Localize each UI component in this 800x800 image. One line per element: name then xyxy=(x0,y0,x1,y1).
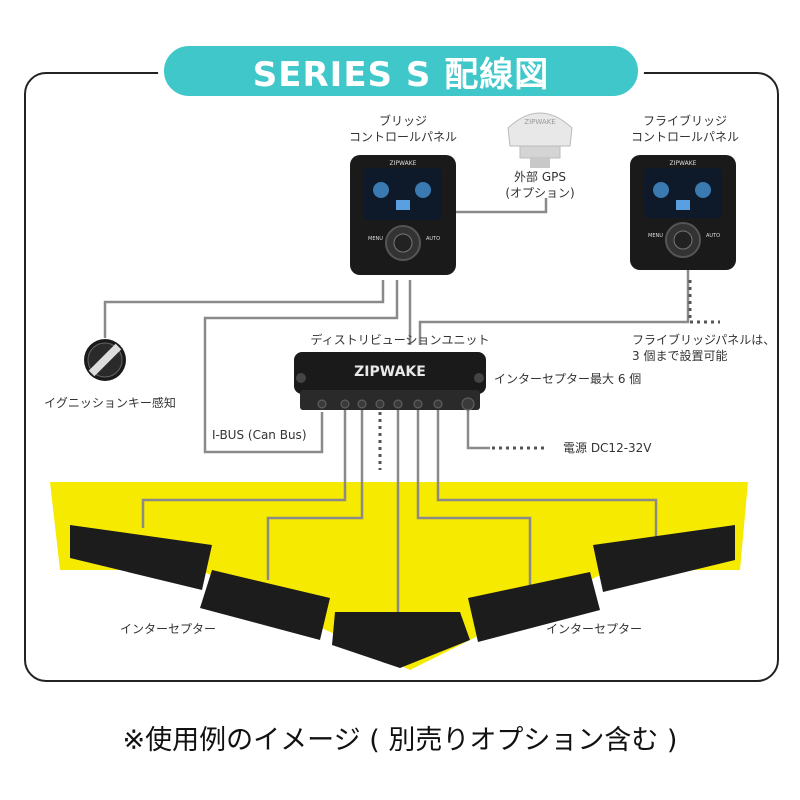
wire-ignition xyxy=(103,280,385,338)
wire-int-2 xyxy=(266,410,364,580)
gps-brand: ZIPWAKE xyxy=(524,118,555,126)
distribution-unit-label: ディストリビューションユニット xyxy=(310,333,490,347)
wires xyxy=(103,198,690,612)
gps-label-line2: (オプション) xyxy=(505,185,575,200)
flybridge-panel-label: フライブリッジ コントロールパネル xyxy=(605,114,765,145)
interceptor-blade-2 xyxy=(200,570,330,640)
flybridge-control-panel-icon: ZIPWAKE MENU AUTO xyxy=(630,155,736,270)
bridge-auto: AUTO xyxy=(426,236,440,242)
dotted-wires xyxy=(378,280,720,470)
flybridge-note-line1: フライブリッジパネルは、 xyxy=(632,333,776,347)
wire-int-5 xyxy=(436,410,658,540)
ibus-label: I-BUS (Can Bus) xyxy=(212,428,307,442)
bridge-control-panel-icon: ZIPWAKE MENU AUTO xyxy=(350,155,456,275)
interceptor-blade-5 xyxy=(593,525,735,592)
gps-antenna-icon: ZIPWAKE xyxy=(507,112,573,168)
bridge-brand: ZIPWAKE xyxy=(390,160,417,167)
wire-flybridge xyxy=(418,268,690,345)
flybridge-note: フライブリッジパネルは、 3 個まで設置可能 xyxy=(632,333,775,364)
wire-ibus xyxy=(203,280,399,454)
flybridge-panel-label-line1: フライブリッジ xyxy=(642,114,727,128)
interceptor-label-right: インターセプター xyxy=(546,622,643,636)
bridge-panel-label: ブリッジ コントロールパネル xyxy=(328,114,478,145)
interceptor-label-left: インターセプター xyxy=(120,622,217,636)
wire-int-1 xyxy=(141,410,347,528)
caption: ※使用例のイメージ ( 別売りオプション含む ) xyxy=(122,725,678,756)
gps-label-line1: 外部 GPS xyxy=(514,170,566,184)
interceptors xyxy=(70,525,735,668)
title-badge: SERIES S 配線図 xyxy=(158,40,644,102)
flybridge-note-line2: 3 個まで設置可能 xyxy=(632,348,728,363)
flybridge-menu: MENU xyxy=(648,233,663,239)
interceptor-blade-1 xyxy=(70,525,212,590)
power-label: 電源 DC12-32V xyxy=(563,441,652,455)
wire-gps xyxy=(456,198,548,214)
gps-label: 外部 GPS (オプション) xyxy=(490,170,590,201)
unit-brand: ZIPWAKE xyxy=(354,364,426,380)
bridge-panel-label-line1: ブリッジ xyxy=(378,114,427,128)
dotted-flybridge-extra xyxy=(688,280,720,324)
bridge-menu: MENU xyxy=(368,236,383,242)
ignition-label: イグニッションキー感知 xyxy=(44,396,176,410)
interceptor-max-label: インターセプター最大 6 個 xyxy=(494,372,642,386)
bridge-panel-label-line2: コントロールパネル xyxy=(348,129,457,144)
distribution-unit-icon: ZIPWAKE xyxy=(294,352,486,411)
wire-power xyxy=(466,410,490,450)
flybridge-auto: AUTO xyxy=(706,233,720,239)
ignition-key-icon xyxy=(84,339,126,381)
interceptor-blade-4 xyxy=(468,572,600,642)
wire-int-4 xyxy=(416,410,532,585)
flybridge-panel-label-line2: コントロールパネル xyxy=(630,129,739,144)
flybridge-brand: ZIPWAKE xyxy=(670,160,697,167)
diagram-title: SERIES S 配線図 xyxy=(252,54,550,95)
interceptor-blade-3 xyxy=(332,612,470,668)
